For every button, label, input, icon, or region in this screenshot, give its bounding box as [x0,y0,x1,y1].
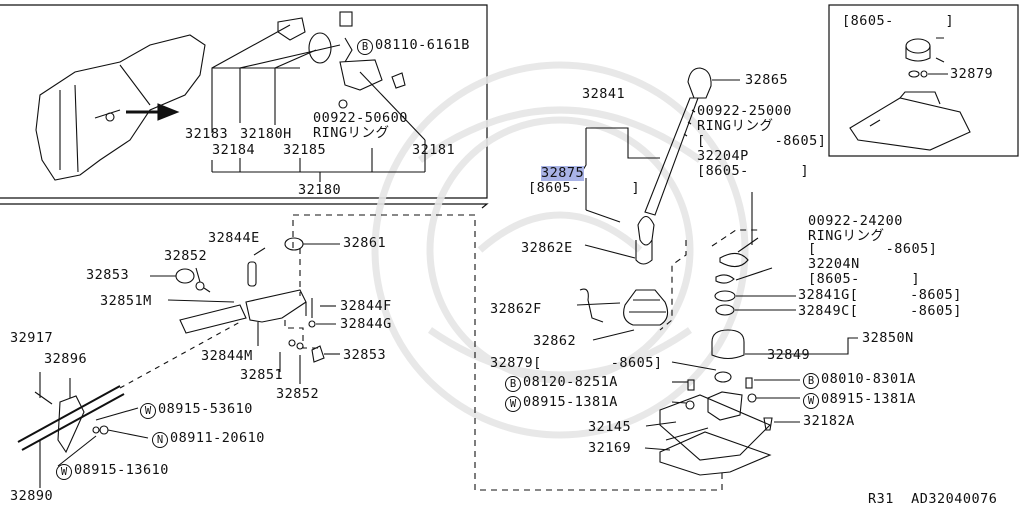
label-32844f: 32844F [340,298,392,314]
label-32851m: 32851M [100,293,152,309]
label-ring-3: RINGリング [808,228,885,244]
label-32181: 32181 [412,142,456,158]
bolt-symbol-icon: B [357,39,373,55]
label-32180h: 32180H [240,126,292,142]
bolt-symbol-icon: B [803,373,819,389]
label-32896: 32896 [44,351,88,367]
switch-icon [339,37,383,91]
support-rod-icon [17,385,121,443]
label-32145: 32145 [588,419,632,435]
label-32844m: 32844M [201,348,253,364]
label-32861: 32861 [343,235,387,251]
label-32851: 32851 [240,367,284,383]
label-32865: 32865 [745,72,789,88]
label-date-8605-b: [8605- ] [697,163,810,179]
label-date-8605-a: [8605- ] [528,180,641,196]
label-32849: 32849 [767,347,811,363]
bushing-32861-icon [284,237,304,251]
control-rod-icon [179,304,247,334]
label-32204n: 32204N [808,256,860,272]
inset-cap-icon [905,38,931,54]
nut-symbol-icon: N [152,432,168,448]
label-bracket-8605-a: [ -8605] [697,133,827,149]
label-32862: 32862 [533,333,577,349]
bushing-icon [711,329,745,360]
gasket-icon [659,431,772,476]
label-32849c: 32849C[ -8605] [798,303,962,319]
washer-symbol-icon: W [803,393,819,409]
label-32879: 32879 [950,66,994,82]
label-32852-lower: 32852 [276,386,320,402]
label-32862f: 32862F [490,301,542,317]
inset-housing-icon [849,91,971,151]
shift-boot-icon [623,289,669,326]
label-32879-bracket: 32879[ -8605] [490,355,663,371]
label-32917: 32917 [10,330,54,346]
ring-icon [719,252,749,268]
label-32184: 32184 [212,142,256,158]
transmission-icon [35,34,206,181]
panel-border-top-left [0,4,488,199]
label-00922-25000: 00922-25000 [697,103,792,119]
o-ring-icon [308,32,332,64]
label-32850n: 32850N [862,330,914,346]
label-32875-highlighted[interactable]: 32875 [541,165,585,181]
bracket-part-icon [277,17,306,41]
label-32853-left: 32853 [86,267,130,283]
watermark-logo [371,61,749,439]
footer-reference: R31 AD32040076 [868,491,998,507]
label-32204p: 32204P [697,148,749,164]
label-32180: 32180 [298,182,342,198]
label-32844g: 32844G [340,316,392,332]
shift-housing-icon [659,391,771,461]
label-00922-24200: 00922-24200 [808,213,903,229]
label-32890: 32890 [10,488,54,504]
label-ring-2: RINGリング [697,118,774,134]
washer-symbol-icon: W [56,464,72,480]
label-32862e: 32862E [521,240,573,256]
label-bracket-8605-b: [ -8605] [808,241,938,257]
label-32853-right: 32853 [343,347,387,363]
label-32852-upper: 32852 [164,248,208,264]
label-32841g: 32841G[ -8605] [798,287,962,303]
bolt-icon [339,11,353,27]
label-00922-50600: 00922-50600 [313,110,408,126]
washer-symbol-icon: W [505,396,521,412]
shift-lever-icon [644,97,699,216]
label-inset-date: [8605- ] [842,13,955,29]
label-32169: 32169 [588,440,632,456]
label-32182a: 32182A [803,413,855,429]
bolt-symbol-icon: B [505,376,521,392]
label-date-8605-c: [8605- ] [808,271,921,287]
dashed-outline [292,214,723,491]
label-ring: RINGリング [313,125,390,141]
screw-icon [391,72,406,89]
shift-knob-icon [687,67,712,99]
inset-border [828,4,1019,157]
label-32183: 32183 [185,126,229,142]
panel-separator-left [0,203,489,209]
label-32841: 32841 [582,86,626,102]
washer-symbol-icon: W [140,403,156,419]
label-32844e: 32844E [208,230,260,246]
label-32185: 32185 [283,142,327,158]
